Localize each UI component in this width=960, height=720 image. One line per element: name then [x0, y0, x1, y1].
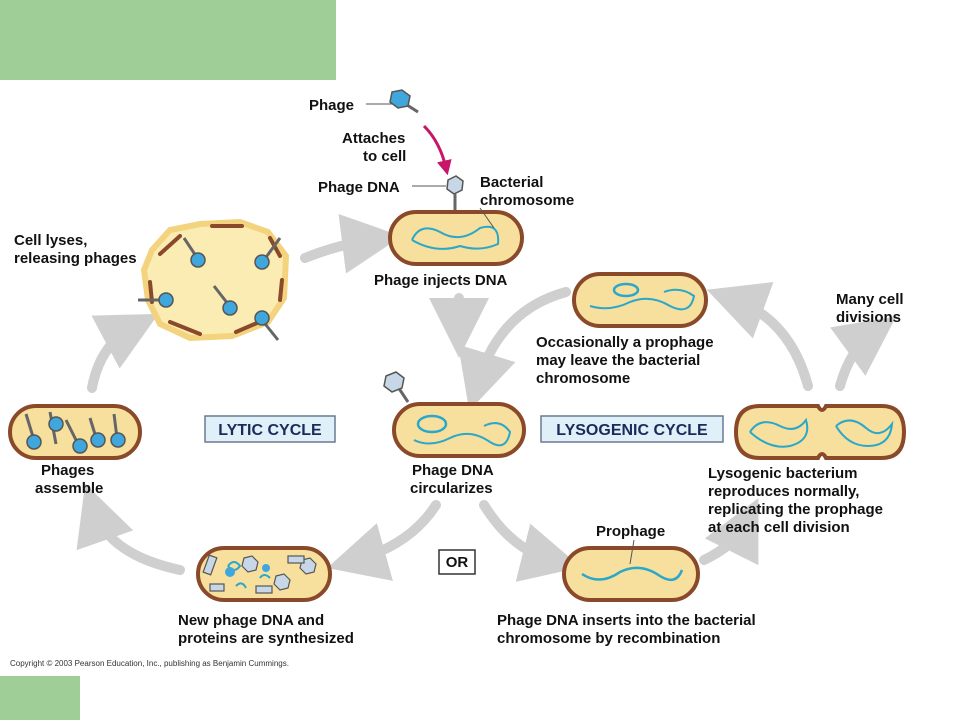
- label-new-dna-2: proteins are synthesized: [178, 630, 354, 647]
- arrow-prophage-leave-to-circularize: [458, 287, 571, 411]
- prophage-insert-cell-icon: [562, 539, 700, 602]
- label-many-divisions-2: divisions: [836, 309, 901, 326]
- lysogen-dividing-cell-icon: [733, 404, 907, 460]
- label-phages-assemble-2: assemble: [35, 480, 103, 497]
- label-inserts-1: Phage DNA inserts into the bacterial: [497, 612, 756, 629]
- label-phage: Phage: [309, 97, 354, 114]
- label-lysogenic-bacterium-1: Lysogenic bacterium: [708, 465, 858, 482]
- label-new-dna-1: New phage DNA and: [178, 612, 324, 629]
- arrow-many-divisions: [830, 316, 897, 391]
- cycle-arrows: [76, 213, 897, 582]
- label-or: OR: [446, 554, 469, 571]
- free-phage-icon: [366, 89, 419, 114]
- arrow-lysogen-to-prophage-leave: [706, 282, 813, 391]
- lysing-cell-icon: [138, 218, 290, 342]
- label-circularizes-1: Phage DNA: [412, 462, 494, 479]
- label-occasionally-1: Occasionally a prophage: [536, 334, 714, 351]
- or-box: [438, 549, 476, 575]
- arrow-insert-to-lysogen: [699, 498, 759, 566]
- label-bacterial-chromosome-1: Bacterial: [480, 174, 543, 191]
- accent-block-bottom: [0, 676, 80, 720]
- synthesis-cell-icon: [196, 546, 332, 602]
- label-inserts-2: chromosome by recombination: [497, 630, 720, 647]
- label-bacterial-chromosome-2: chromosome: [480, 192, 574, 209]
- arrow-circularize-to-synth: [327, 500, 441, 581]
- label-phage-injects: Phage injects DNA: [374, 272, 508, 289]
- label-lysogenic-cycle: LYSOGENIC CYCLE: [556, 422, 708, 439]
- arrow-synth-to-assemble: [76, 483, 185, 575]
- label-cell-lyses-1: Cell lyses,: [14, 232, 87, 249]
- arrow-lyses-to-attach: [300, 213, 402, 274]
- label-lysogenic-bacterium-4: at each cell division: [708, 519, 850, 536]
- lytic-cycle-box: [204, 415, 336, 443]
- lysogenic-cycle-box: [540, 415, 724, 443]
- label-phages-assemble-1: Phages: [41, 462, 94, 479]
- copyright-notice: Copyright © 2003 Pearson Education, Inc.…: [10, 659, 289, 668]
- label-circularizes-2: circularizes: [410, 480, 493, 497]
- label-prophage: Prophage: [596, 523, 665, 540]
- label-lysogenic-bacterium-2: reproduces normally,: [708, 483, 859, 500]
- label-phage-dna: Phage DNA: [318, 179, 400, 196]
- label-lytic-cycle: LYTIC CYCLE: [218, 422, 322, 439]
- accent-block-top: [0, 0, 336, 80]
- assemble-cell-icon: [8, 404, 142, 460]
- label-occasionally-2: may leave the bacterial: [536, 352, 700, 369]
- arrow-assemble-to-lyse: [87, 313, 159, 393]
- label-cell-lyses-2: releasing phages: [14, 250, 137, 267]
- injected-cell-icon: [388, 207, 524, 266]
- label-lysogenic-bacterium-3: replicating the prophage: [708, 501, 883, 518]
- attach-arrow: [422, 124, 452, 176]
- circularize-cell-icon: [383, 371, 526, 458]
- label-attaches-1: Attaches: [342, 130, 405, 147]
- label-attaches-2: to cell: [363, 148, 406, 165]
- label-occasionally-3: chromosome: [536, 370, 630, 387]
- arrow-circularize-to-insert: [479, 500, 582, 582]
- label-many-divisions-1: Many cell: [836, 291, 904, 308]
- prophage-leave-cell-icon: [572, 272, 708, 328]
